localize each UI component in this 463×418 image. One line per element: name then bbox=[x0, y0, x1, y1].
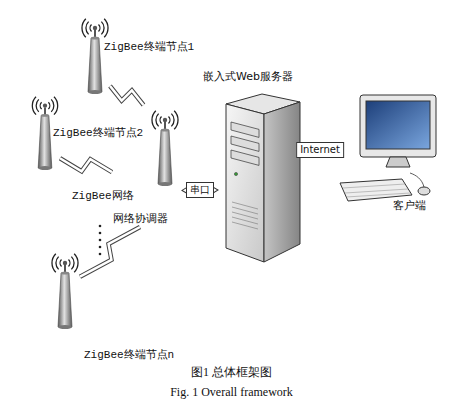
connector-fill bbox=[80, 227, 140, 277]
wireless-link bbox=[110, 86, 144, 105]
server-icon bbox=[226, 94, 300, 262]
connector-outline bbox=[60, 158, 112, 172]
connector-fill bbox=[110, 86, 144, 105]
node-label: 客户端 bbox=[393, 199, 426, 212]
wireless-link bbox=[80, 227, 140, 277]
antenna-icon bbox=[52, 254, 78, 329]
figure-caption-en: Fig. 1 Overall framework bbox=[0, 386, 463, 399]
connector-label: 串口 bbox=[186, 182, 214, 198]
connector-fill bbox=[60, 158, 112, 172]
zigbee-end-node: ZigBee终端节点1 bbox=[80, 14, 110, 94]
wireless-link bbox=[60, 158, 112, 172]
client-pc: 客户端 bbox=[340, 95, 440, 210]
connector-label: Internet bbox=[296, 142, 344, 158]
connector-outline bbox=[110, 86, 144, 105]
antenna-icon bbox=[82, 19, 108, 94]
coordinator-node: 网络协调器 bbox=[112, 105, 182, 227]
node-label: 网络协调器 bbox=[113, 212, 168, 225]
continuation-dots bbox=[99, 225, 102, 256]
node-label: ZigBee终端节点n bbox=[84, 349, 174, 362]
node-label: 嵌入式Web服务器 bbox=[203, 70, 293, 83]
network-label: ZigBee网络 bbox=[72, 190, 134, 203]
node-label: ZigBee终端节点1 bbox=[104, 41, 194, 54]
zigbee-end-node: ZigBee终端节点n bbox=[50, 248, 80, 330]
zigbee-end-node: ZigBee终端节点2 bbox=[30, 92, 60, 170]
antenna-icon bbox=[152, 111, 178, 186]
computer-icon bbox=[340, 95, 436, 201]
node-label: ZigBee终端节点2 bbox=[53, 127, 143, 140]
figure-caption: 图1 总体框架图 bbox=[0, 366, 463, 379]
web-server: 嵌入式Web服务器 bbox=[218, 92, 300, 262]
connector-outline bbox=[80, 227, 140, 277]
